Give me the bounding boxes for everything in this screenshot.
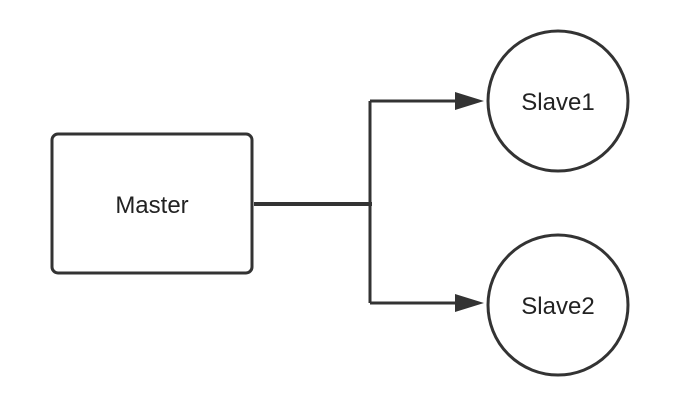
- slave1-node[interactable]: Slave1: [486, 29, 630, 173]
- slave1-label: Slave1: [521, 89, 594, 116]
- master-box: [50, 132, 254, 275]
- slave1-circle: [486, 29, 630, 173]
- slave2-node[interactable]: Slave2: [486, 233, 630, 377]
- master-label: Master: [115, 192, 188, 219]
- connector-group: [254, 92, 484, 312]
- slave2-label: Slave2: [521, 293, 594, 320]
- master-node[interactable]: Master: [50, 132, 254, 275]
- arrowhead-slave2-icon: [455, 294, 484, 312]
- slave2-circle: [486, 233, 630, 377]
- arrowhead-slave1-icon: [455, 92, 484, 110]
